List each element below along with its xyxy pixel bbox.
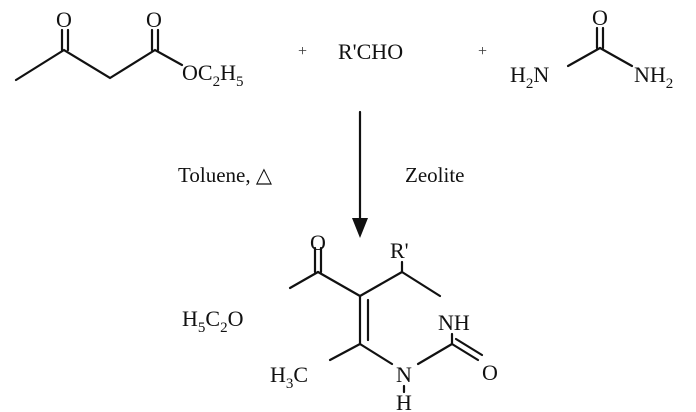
ring-bond-c2-n1 [416,342,454,366]
ring-bond-n1-c6 [358,342,394,366]
condition-left: Toluene, △ [178,163,273,187]
urea-oxygen: O [592,5,608,30]
product-ring-nitrogen: N [396,362,412,387]
plus-sign-2: + [478,43,487,60]
product-co-bond-b [454,337,484,357]
product-methyl: H3C [270,362,308,392]
reactant1-oxygen-2: O [146,7,162,32]
urea-right-amine: NH2 [634,62,673,92]
ester-carbon-bond [316,270,362,298]
reactant-ethyl-acetoacetate: O O OC2H5 [14,7,243,90]
product-carbonyl-oxygen: O [482,360,498,385]
reactant-urea: O H2N NH2 [510,5,673,92]
arrow-head [352,218,368,238]
product-substituent: R' [390,238,409,263]
product-nh-top: NH [438,310,470,335]
product-co-bond-a [450,342,480,362]
condition-right: Zeolite [405,163,464,187]
ring-bond-c4-n3 [400,270,442,298]
urea-right-bond [598,46,634,68]
product-ester-alkoxy: H5C2O [182,306,243,336]
ring-bond-c5-c4 [358,270,404,298]
plus-sign-1: + [298,43,307,60]
product-ring-nh-hydrogen: H [396,390,412,412]
ester-o-bond [288,270,320,290]
reactant1-ester-group: OC2H5 [182,60,243,90]
reactant-aldehyde: R'CHO [338,39,403,64]
reaction-arrow [352,110,368,238]
reactant1-oxygen-1: O [56,7,72,32]
product-dihydropyrimidinone: O R' NH N H H3C O H5C2O [182,230,498,412]
product-ester-oxygen: O [310,230,326,255]
urea-left-amine: H2N [510,62,549,92]
methyl-bond [328,342,362,362]
urea-left-bond [566,46,602,68]
reactant1-skeleton [14,48,184,82]
